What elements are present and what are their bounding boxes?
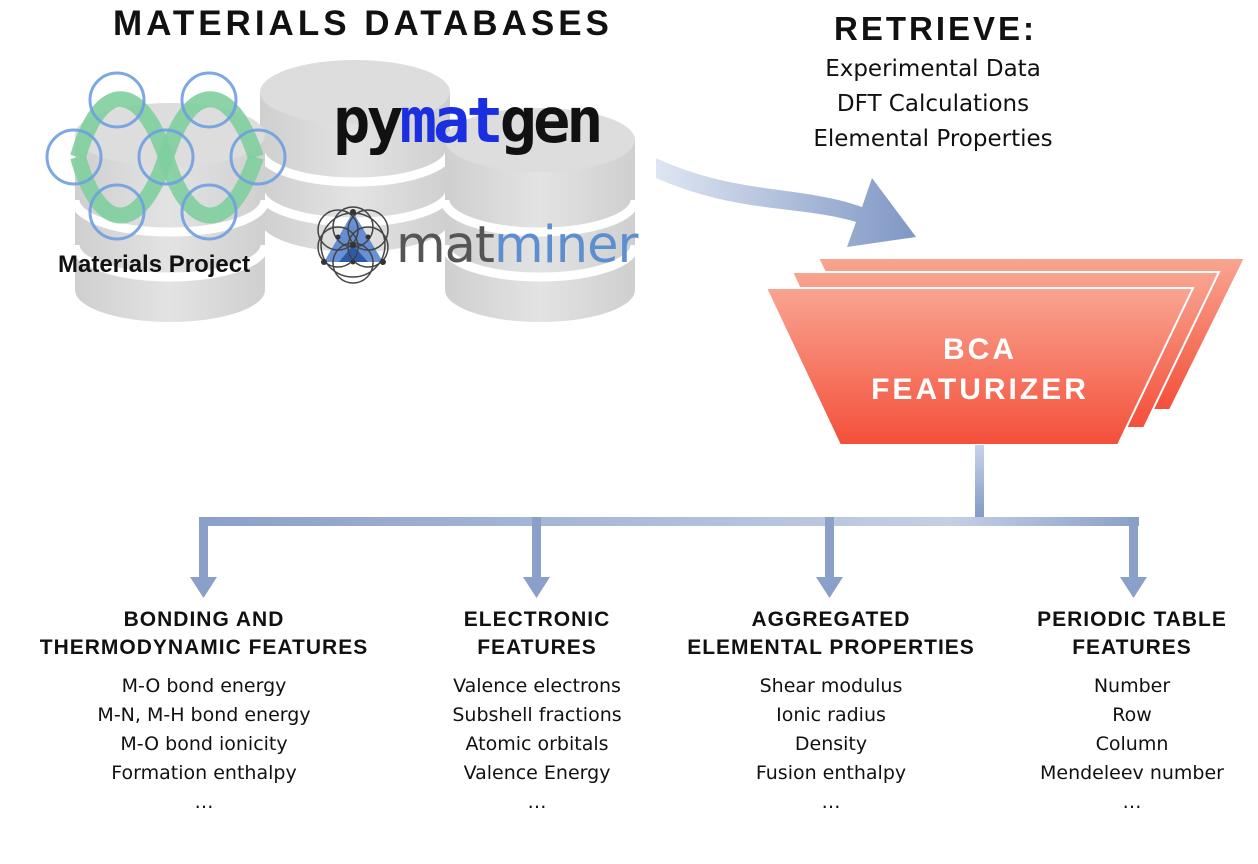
feature-item: M-O bond energy (121, 675, 287, 697)
category-title: AGGREGATED (751, 608, 911, 631)
retrieve-title: RETRIEVE: (834, 10, 1038, 47)
matminer-part: mat (396, 216, 495, 275)
retrieve-item: DFT Calculations (836, 91, 1030, 117)
database-cylinders (70, 60, 640, 322)
materials-project-label: Materials Project (58, 251, 251, 278)
category-items: M-O bond energy M-N, M-H bond energy M-O… (14, 672, 394, 817)
category-items: Shear modulus Ionic radius Density Fusio… (666, 672, 996, 817)
matminer-part: miner (493, 216, 639, 275)
feature-item: Row (1112, 704, 1152, 726)
feature-item: Fusion enthalpy (755, 762, 907, 784)
matminer-logo-text: matminer (396, 216, 639, 275)
category-title: BONDING AND (123, 608, 285, 631)
materials-project-logo (45, 71, 287, 241)
pymatgen-part: mat (399, 84, 504, 157)
feature-item: Valence electrons (453, 675, 621, 697)
category-title: THERMODYNAMIC FEATURES (39, 636, 369, 659)
feature-item: Formation enthalpy (111, 762, 297, 784)
feature-item: … (821, 791, 841, 813)
feature-item: M-N, M-H bond energy (97, 704, 311, 726)
cylinder-left (70, 103, 270, 322)
feature-item: … (194, 791, 214, 813)
category-items: Valence electrons Subshell fractions Ato… (407, 672, 667, 817)
category-periodic-table: PERIODIC TABLE FEATURES Number Row Colum… (1012, 606, 1252, 817)
feature-item: … (527, 791, 547, 813)
pymatgen-part: gen (499, 84, 604, 157)
materials-databases-title: MATERIALS DATABASES (113, 4, 613, 43)
category-bonding: BONDING AND THERMODYNAMIC FEATURES M-O b… (14, 606, 394, 817)
feature-item: Number (1093, 675, 1171, 697)
feature-item: Subshell fractions (452, 704, 622, 726)
pymatgen-logo-text: pymatgen (333, 84, 604, 157)
category-aggregated: AGGREGATED ELEMENTAL PROPERTIES Shear mo… (666, 606, 996, 817)
category-title: FEATURES (477, 636, 597, 659)
cylinder-right (440, 108, 640, 322)
category-items: Number Row Column Mendeleev number … (1012, 672, 1252, 817)
feature-item: Density (794, 733, 868, 755)
feature-item: Shear modulus (759, 675, 903, 697)
matminer-logo-icon (317, 206, 389, 284)
category-title: FEATURES (1072, 636, 1192, 659)
retrieve-item: Experimental Data (825, 56, 1041, 82)
feature-item: M-O bond ionicity (120, 733, 288, 755)
retrieve-list: Experimental Data DFT Calculations Eleme… (788, 52, 1078, 157)
category-title: ELEMENTAL PROPERTIES (687, 636, 975, 659)
retrieve-arrow (656, 158, 916, 247)
feature-item: Valence Energy (463, 762, 611, 784)
featurizer-label-line: FEATURIZER (871, 373, 1089, 406)
feature-item: Column (1095, 733, 1169, 755)
branch-connector (190, 445, 1147, 598)
category-title: ELECTRONIC (463, 608, 611, 631)
feature-item: Atomic orbitals (465, 733, 609, 755)
pymatgen-part: py (333, 84, 404, 157)
category-electronic: ELECTRONIC FEATURES Valence electrons Su… (407, 606, 667, 817)
featurizer-block (764, 257, 1247, 446)
featurizer-label: BCA FEATURIZER (860, 330, 1100, 410)
feature-item: … (1122, 791, 1142, 813)
retrieve-item: Elemental Properties (813, 126, 1053, 152)
category-title: PERIODIC TABLE (1037, 608, 1227, 631)
feature-item: Ionic radius (776, 704, 886, 726)
cylinder-middle (255, 60, 455, 252)
featurizer-label-line: BCA (943, 333, 1017, 366)
feature-item: Mendeleev number (1040, 762, 1224, 784)
